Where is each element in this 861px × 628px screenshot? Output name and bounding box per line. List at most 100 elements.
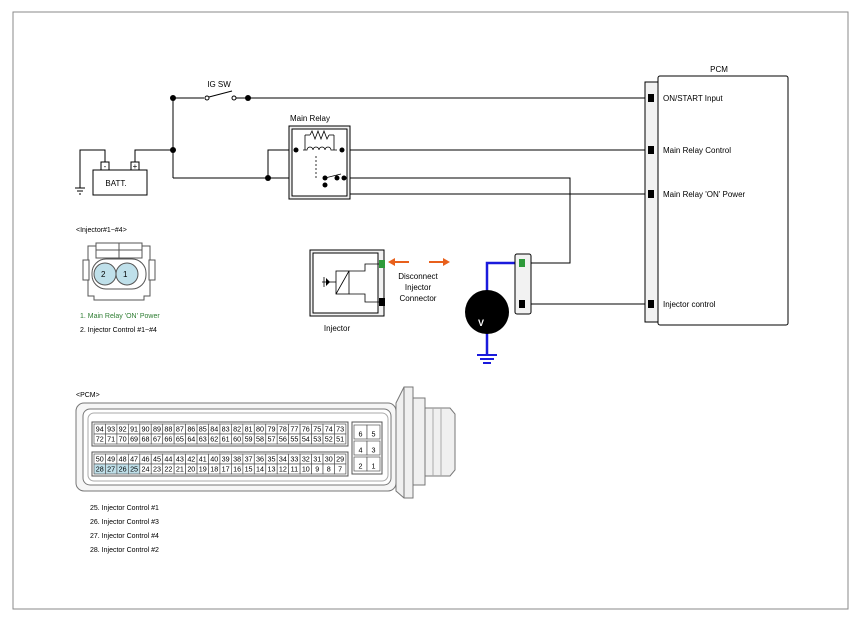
injector-pin-1: [115, 262, 139, 286]
pcm-pin-label: 57: [267, 435, 275, 444]
pcm-pin-label: 65: [176, 435, 184, 444]
pcm-pin-on-start: ON/START Input: [663, 94, 723, 103]
pcm-pin-label: 63: [199, 435, 207, 444]
pcm-pin-label: 74: [325, 425, 333, 434]
batt-positive-wire: [134, 149, 173, 163]
pcm-pin-label: 91: [130, 425, 138, 434]
pcm-pin-label: 48: [119, 455, 127, 464]
pcm-pin-label: 22: [164, 465, 172, 474]
pcm-pin-label: 34: [279, 455, 287, 464]
pcm-pin-label: 41: [199, 455, 207, 464]
pcm-pin-label: 52: [325, 435, 333, 444]
pcm-pin-label: 93: [107, 425, 115, 434]
pcm-pin-label: 77: [290, 425, 298, 434]
pcm-pin-cell: [366, 456, 381, 472]
pcm-pin-label: 90: [142, 425, 150, 434]
pcm-pin-label: 16: [233, 465, 241, 474]
pcm-pin-label: 43: [176, 455, 184, 464]
pcm-title: PCM: [710, 65, 728, 74]
pcm-pin-label: 70: [119, 435, 127, 444]
relay-power-wire: [343, 178, 652, 195]
disconnect-label-2: Injector: [405, 283, 432, 292]
pcm-pin-cell: [334, 433, 347, 445]
pcm-pin-label: 71: [107, 435, 115, 444]
pcm-pin-label: 10: [302, 465, 310, 474]
pcm-pin-label: 61: [222, 435, 230, 444]
batt-minus-label: -: [104, 162, 107, 171]
pcm-pin-label: 25: [130, 465, 138, 474]
pcm-pin-label: 78: [279, 425, 287, 434]
pcm-pin-label: 69: [130, 435, 138, 444]
pcm-pin-label: 26: [119, 465, 127, 474]
pcm-pin-label: 85: [199, 425, 207, 434]
pcm-pin-label: 86: [187, 425, 195, 434]
battery: - + BATT.: [92, 161, 148, 196]
junction-dots: [170, 95, 271, 181]
pcm-pin-label: 49: [107, 455, 115, 464]
pcm-pin-label: 38: [233, 455, 241, 464]
pcm-legend-3: 27. Injector Control #4: [90, 533, 159, 540]
pcm-pin-label: 1: [372, 462, 376, 471]
injector-component: Injector: [309, 249, 385, 333]
pcm-legend-4: 28. Injector Control #2: [90, 547, 159, 554]
pcm-pin-label: 73: [336, 425, 344, 434]
pcm-pin-label: 14: [256, 465, 264, 474]
pcm-pin-label: 92: [119, 425, 127, 434]
pcm-pin-label: 20: [187, 465, 195, 474]
pcm-pin-label: 83: [222, 425, 230, 434]
pcm-pin-label: 94: [96, 425, 104, 434]
pcm-pin-label: 81: [245, 425, 253, 434]
pcm-pin-label: 68: [142, 435, 150, 444]
pcm-pin-label: 53: [313, 435, 321, 444]
pcm-legend-2: 26. Injector Control #3: [90, 519, 159, 526]
pcm-pin-label: 40: [210, 455, 218, 464]
voltmeter-label: V: [478, 318, 484, 328]
meter-probe-wire: [485, 261, 523, 292]
pcm-pin-label: 58: [256, 435, 264, 444]
pcm-pin-label: 8: [327, 465, 331, 474]
voltmeter: V: [465, 290, 509, 334]
pcm-pin-label: 17: [222, 465, 230, 474]
main-relay-label: Main Relay: [290, 114, 330, 123]
batt-plus-label: +: [133, 162, 138, 171]
pcm-pin-label: 6: [359, 430, 363, 439]
pcm-pin-label: 21: [176, 465, 184, 474]
pcm-pin-label: 4: [359, 446, 363, 455]
ig-sw-label: IG SW: [207, 80, 231, 89]
pcm-pin-label: 37: [245, 455, 253, 464]
pcm-pin-label: 76: [302, 425, 310, 434]
pcm-pin-label: 36: [256, 455, 264, 464]
pcm-pin-label: 50: [96, 455, 104, 464]
harness-connector: [514, 253, 532, 315]
pcm-pin-label: 33: [290, 455, 298, 464]
injector-pin-right-label: 1: [123, 270, 128, 279]
pcm-pin-cell: [334, 463, 347, 475]
ig-switch: IG SW: [204, 80, 237, 101]
pcm-pin-label: 19: [199, 465, 207, 474]
injector-pin-left-label: 2: [101, 270, 106, 279]
pcm-pin-label: 64: [187, 435, 195, 444]
injector-connector-face: 2 1: [82, 242, 156, 301]
pcm-pin-label: 28: [96, 465, 104, 474]
disconnect-label-3: Connector: [400, 294, 437, 303]
pcm-pin-injector: Injector control: [663, 300, 716, 309]
pcm-pin-label: 54: [302, 435, 310, 444]
pcm-pin-label: 35: [267, 455, 275, 464]
pcm-pin-label: 32: [302, 455, 310, 464]
pcm-pin-label: 45: [153, 455, 161, 464]
pcm-pin-label: 47: [130, 455, 138, 464]
pcm-pin-label: 44: [164, 455, 172, 464]
pcm-pin-label: 60: [233, 435, 241, 444]
pcm-pin-relay-control: Main Relay Control: [663, 146, 731, 155]
pcm-pin-label: 7: [338, 465, 342, 474]
pcm-pin-label: 5: [372, 430, 376, 439]
pcm-pin-label: 30: [325, 455, 333, 464]
main-relay: Main Relay: [288, 114, 351, 200]
pcm-pin-label: 66: [164, 435, 172, 444]
injector-supply-wire: [344, 177, 571, 264]
pcm-pin-label: 84: [210, 425, 218, 434]
pcm-pin-label: 62: [210, 435, 218, 444]
